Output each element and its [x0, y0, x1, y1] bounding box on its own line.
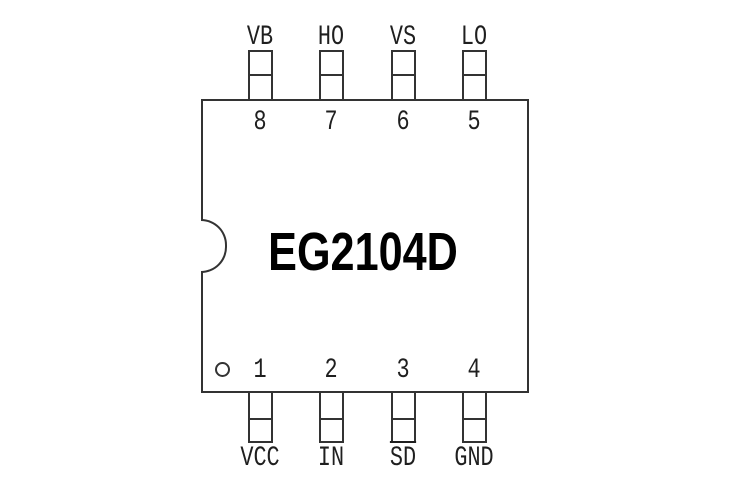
- pin-label-vcc: VCC: [240, 443, 280, 474]
- pin-number-6: 6: [396, 107, 410, 138]
- pin-number-8: 8: [253, 107, 267, 138]
- chip-name: EG2104D: [268, 222, 458, 282]
- pin-number-1: 1: [253, 355, 267, 386]
- pin-label-in: IN: [317, 443, 345, 474]
- pin-lead-6: [391, 50, 416, 99]
- pin-number-2: 2: [324, 355, 338, 386]
- pin-lead-4: [462, 393, 487, 443]
- pin-lead-7: [319, 50, 344, 99]
- pin-lead-5: [462, 50, 487, 99]
- pin-label-sd: SD: [389, 443, 417, 474]
- pin-label-gnd: GND: [454, 443, 494, 474]
- pin-number-5: 5: [467, 107, 481, 138]
- pin-number-3: 3: [396, 355, 410, 386]
- pin-lead-8: [248, 50, 273, 99]
- chip-body: [201, 99, 529, 393]
- pin1-indicator-icon: [215, 362, 230, 377]
- pin-lead-1: [248, 393, 273, 443]
- pin-number-4: 4: [467, 355, 481, 386]
- pin-label-lo: LO: [460, 22, 488, 53]
- pin-label-vb: VB: [246, 22, 274, 53]
- pin-label-vs: VS: [389, 22, 417, 53]
- pin-label-ho: HO: [317, 22, 345, 53]
- pin-lead-2: [319, 393, 344, 443]
- pin-number-7: 7: [324, 107, 338, 138]
- pin-lead-3: [391, 393, 416, 443]
